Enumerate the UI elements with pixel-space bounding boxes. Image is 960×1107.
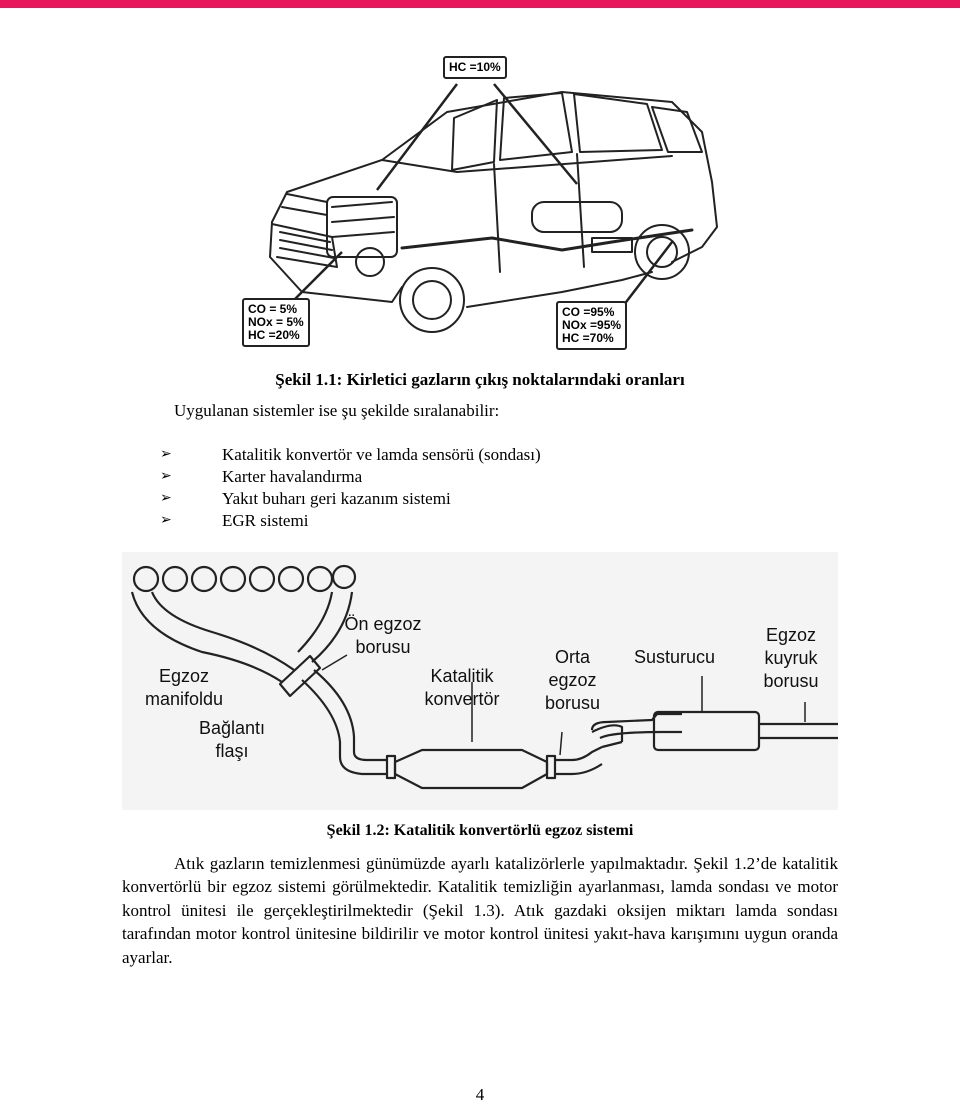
label-tail-pipe: Egzoz kuyruk borusu bbox=[763, 625, 819, 691]
car-emission-figure bbox=[269, 83, 718, 333]
box-line: CO = 5% bbox=[248, 302, 298, 316]
emission-box-left: CO = 5% NOx = 5% HC =20% bbox=[242, 298, 310, 347]
list-item: ➢Katalitik konvertör ve lamda sensörü (s… bbox=[160, 445, 541, 464]
label-front-pipe: Ön egzoz borusu bbox=[344, 614, 422, 657]
box-line: HC =70% bbox=[562, 331, 614, 345]
exhaust-system-figure bbox=[122, 552, 838, 810]
page-number: 4 bbox=[475, 1085, 485, 1104]
label-flange: Bağlantı flaşı bbox=[198, 718, 266, 761]
list-item: ➢Yakıt buharı geri kazanım sistemi bbox=[160, 489, 451, 508]
label-manifold: Egzoz manifoldu bbox=[144, 666, 224, 709]
systems-list: ➢Katalitik konvertör ve lamda sensörü (s… bbox=[160, 444, 541, 532]
figure-2-caption: Şekil 1.2: Katalitik konvertörlü egzoz s… bbox=[326, 822, 634, 839]
box-line: NOx = 5% bbox=[248, 315, 304, 329]
emission-box-top: HC =10% bbox=[443, 56, 507, 79]
label-converter: Katalitik konvertör bbox=[424, 666, 500, 709]
body-paragraph: Atık gazların temizlenmesi günümüzde aya… bbox=[122, 854, 838, 967]
figure-1-caption: Şekil 1.1: Kirletici gazların çıkış nokt… bbox=[275, 370, 685, 389]
intro-text: Uygulanan sistemler ise şu şekilde sıral… bbox=[174, 401, 500, 420]
list-item: ➢EGR sistemi bbox=[160, 511, 309, 530]
list-item: ➢Karter havalandırma bbox=[160, 467, 363, 486]
box-line: HC =10% bbox=[449, 60, 501, 74]
box-line: HC =20% bbox=[248, 328, 300, 342]
box-line: NOx =95% bbox=[562, 318, 622, 332]
emission-box-right: CO =95% NOx =95% HC =70% bbox=[556, 301, 628, 350]
box-line: CO =95% bbox=[562, 305, 615, 319]
arrow-bullet-icon: ➢ bbox=[160, 513, 172, 528]
arrow-bullet-icon: ➢ bbox=[160, 491, 172, 506]
label-muffler: Susturucu bbox=[633, 647, 716, 667]
label-mid-pipe: Orta egzoz borusu bbox=[544, 647, 601, 713]
arrow-bullet-icon: ➢ bbox=[160, 469, 172, 484]
arrow-bullet-icon: ➢ bbox=[160, 447, 172, 462]
top-accent-bar bbox=[0, 0, 960, 8]
